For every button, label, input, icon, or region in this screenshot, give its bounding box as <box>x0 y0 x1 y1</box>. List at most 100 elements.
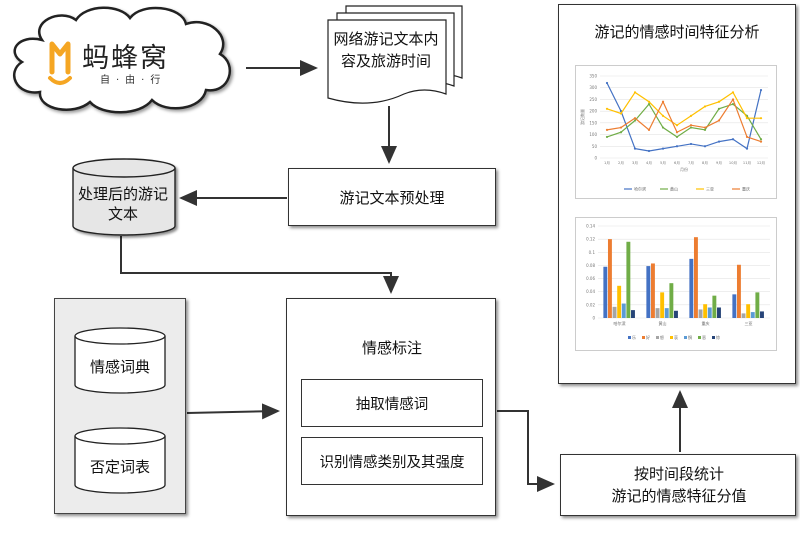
stats-label-line2: 游记的情感特征分值 <box>611 487 747 505</box>
extract-sentiment-words-label: 抽取情感词 <box>355 396 429 413</box>
line-legend-label: 重庆 <box>742 186 750 192</box>
line-chart-x-tick: 6月 <box>674 160 680 165</box>
line-chart-x-tick: 12月 <box>757 160 765 165</box>
bar-重庆-惧 <box>707 307 712 318</box>
line-point <box>703 126 707 129</box>
bar-chart-y-tick: 0.06 <box>586 276 595 281</box>
identify-category-label: 识别情感类别及其强度 <box>319 454 465 471</box>
line-point <box>731 103 735 106</box>
line-chart-y-tick: 100 <box>589 132 597 137</box>
line-point <box>745 147 749 150</box>
sentiment-dictionary: 情感词典 <box>73 327 167 397</box>
line-point <box>619 112 623 115</box>
line-legend-label: 哈尔滨 <box>634 186 646 192</box>
bar-legend-swatch <box>670 336 673 339</box>
bar-重庆-好 <box>693 237 698 318</box>
mafengwo-mark-icon <box>48 41 72 85</box>
bar-legend-label: 惧 <box>688 334 692 340</box>
bar-legend-swatch <box>656 336 659 339</box>
bar-legend-label: 乐 <box>632 334 636 340</box>
line-point <box>703 145 707 148</box>
bar-黄山-恶 <box>669 283 674 318</box>
line-chart-y-tick: 350 <box>589 74 597 79</box>
line-point <box>717 119 721 122</box>
bar-legend-swatch <box>698 336 701 339</box>
line-point <box>605 135 609 139</box>
line-point <box>633 91 637 94</box>
line-point <box>633 147 637 150</box>
line-point <box>675 124 679 127</box>
line-point <box>619 126 623 129</box>
bar-legend-swatch <box>712 336 715 339</box>
line-point <box>661 114 665 117</box>
bar-三亚-乐 <box>732 294 737 318</box>
bar-重庆-怒 <box>698 309 703 318</box>
bar-黄山-惊 <box>674 310 678 318</box>
bar-chart-category-label: 三亚 <box>745 321 753 326</box>
bar-chart-y-tick: 0.1 <box>589 250 596 255</box>
line-point <box>661 100 665 103</box>
line-chart-x-tick: 2月 <box>618 160 624 165</box>
bar-legend-swatch <box>642 336 645 339</box>
bar-chart-y-tick: 0.04 <box>586 289 595 294</box>
bar-黄山-乐 <box>646 266 651 318</box>
line-point <box>731 91 735 94</box>
bar-chart-y-tick: 0.02 <box>586 302 595 307</box>
bar-legend-label: 哀 <box>674 334 678 340</box>
bar-黄山-怒 <box>655 308 660 318</box>
bar-chart: 00.020.040.060.080.10.120.14哈尔滨黄山重庆三亚乐好怒… <box>586 224 770 340</box>
line-point <box>661 147 665 150</box>
line-point <box>647 103 651 106</box>
line-point <box>675 131 679 134</box>
brand-tagline: 自·由·行 <box>100 75 167 86</box>
line-point <box>745 135 749 139</box>
line-point <box>703 105 707 108</box>
bar-三亚-怒 <box>741 313 746 318</box>
line-legend-label: 黄山 <box>670 186 678 192</box>
arrow-db-to-annotation <box>120 236 399 294</box>
line-point <box>605 128 609 131</box>
line-point <box>759 117 763 120</box>
line-point <box>759 88 763 92</box>
line-chart-y-tick: 150 <box>589 120 597 125</box>
identify-category-box: 识别情感类别及其强度 <box>301 437 483 485</box>
line-point <box>689 126 693 129</box>
bar-chart-category-label: 黄山 <box>659 320 667 326</box>
mafengwo-logo-cloud: 蚂蜂窝 自·由·行 <box>2 2 242 120</box>
annotation-title: 情感标注 <box>361 339 422 357</box>
bar-哈尔滨-惧 <box>621 303 626 318</box>
line-point <box>717 100 721 103</box>
line-point <box>689 142 693 146</box>
line-chart-y-tick: 0 <box>594 156 597 161</box>
line-point <box>605 81 609 85</box>
preprocess-label: 游记文本预处理 <box>339 188 445 207</box>
negation-cylinder-icon <box>74 427 166 494</box>
bar-黄山-好 <box>650 263 655 318</box>
bar-legend-label: 好 <box>646 334 650 340</box>
bar-黄山-哀 <box>660 292 665 318</box>
bar-哈尔滨-好 <box>607 239 612 318</box>
arrow-lexicon-to-annotation <box>186 403 280 420</box>
bar-重庆-恶 <box>712 295 717 318</box>
line-point <box>633 119 637 122</box>
negation-word-list: 否定词表 <box>73 427 167 497</box>
line-point <box>647 100 651 103</box>
line-point <box>689 114 693 117</box>
line-chart-x-tick: 9月 <box>716 160 722 165</box>
bar-legend-swatch <box>684 336 687 339</box>
line-chart-y-tick: 250 <box>589 97 597 102</box>
line-chart-y-label: 游记数量 <box>579 109 585 125</box>
line-chart-x-tick: 8月 <box>702 160 708 165</box>
dictionary-cylinder-icon <box>74 327 166 394</box>
line-point <box>675 135 679 139</box>
bar-chart-y-tick: 0.08 <box>586 263 595 268</box>
bar-哈尔滨-乐 <box>603 266 608 318</box>
line-point <box>675 145 679 148</box>
line-chart-y-tick: 50 <box>592 144 598 149</box>
stats-label-line1: 按时间段统计 <box>633 465 724 483</box>
bar-chart-category-label: 哈尔滨 <box>614 320 626 326</box>
line-point <box>661 126 665 129</box>
